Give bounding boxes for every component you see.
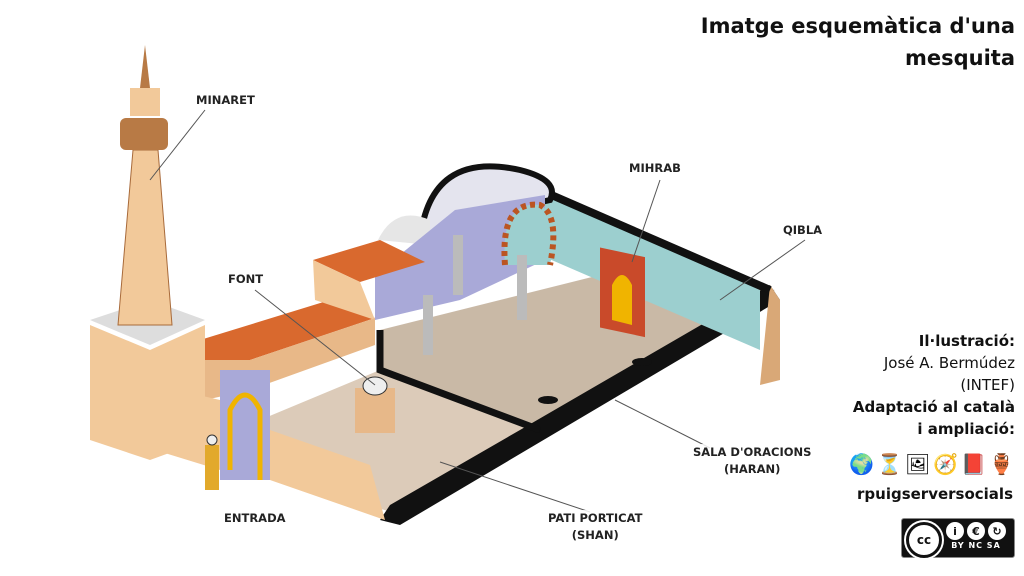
horseshoe-arch <box>501 201 557 266</box>
floor-hole <box>538 396 558 404</box>
hourglass-icon: ⏳ <box>876 452 902 476</box>
small-dome <box>378 215 430 245</box>
adaptation-line2: i ampliació: <box>917 420 1015 438</box>
label-sala: SALA D'ORACIONS (HARAN) <box>690 444 815 478</box>
qibla-wall-top <box>538 186 772 294</box>
tower-block <box>313 260 375 320</box>
compass-icon: 🧭 <box>933 452 959 476</box>
entrance-arch <box>227 392 263 480</box>
minaret-lantern <box>130 88 160 116</box>
front-wall <box>155 385 220 470</box>
license-tags: BY NC SA <box>951 541 1001 550</box>
floor-hole <box>632 358 652 366</box>
label-sala-line2: (HARAN) <box>724 462 781 476</box>
book-icon: 📕 <box>961 452 987 476</box>
cc-logo-icon: cc <box>906 522 942 558</box>
column <box>517 255 527 320</box>
hall-wall <box>376 330 542 434</box>
portrait-icon: 🖼 <box>904 452 931 476</box>
portico-roof <box>200 300 375 360</box>
amphora-icon: 🏺 <box>989 452 1014 476</box>
attribution-icon: i <box>946 522 964 540</box>
globe-icon: 🌍 <box>849 452 874 476</box>
label-entrada: ENTRADA <box>221 510 289 527</box>
label-mihrab: MIHRAB <box>626 160 684 177</box>
label-pati-line1: PATI PORTICAT <box>548 511 643 525</box>
minaret-spire <box>140 45 150 88</box>
author-icons: 🌍 ⏳ 🖼 🧭 📕 🏺 <box>849 452 1014 476</box>
minaret-tower <box>117 149 173 326</box>
column <box>423 295 433 355</box>
author: José A. Bermúdez <box>883 354 1015 372</box>
person-figure <box>205 445 219 490</box>
sharealike-icon: ↻ <box>988 522 1006 540</box>
minaret-balcony <box>120 118 168 150</box>
side-wall <box>760 285 780 385</box>
organization: (INTEF) <box>960 376 1015 394</box>
illustration-heading: Il·lustració: <box>918 332 1015 350</box>
label-sala-line1: SALA D'ORACIONS <box>693 445 812 459</box>
mihrab-arch <box>612 275 632 325</box>
adaptation-line1: Adaptació al català <box>852 398 1015 416</box>
noncommercial-icon: € <box>967 522 985 540</box>
outer-wall <box>380 285 780 525</box>
license-badge[interactable]: cc i € ↻ BY NC SA <box>901 518 1015 558</box>
label-qibla: QIBLA <box>780 222 826 239</box>
page-title: Imatge esquemàtica d'una mesquita <box>700 14 1015 70</box>
leader-lines <box>149 109 806 513</box>
label-pati-line2: (SHAN) <box>571 528 619 542</box>
credits: Il·lustració: José A. Bermúdez (INTEF) A… <box>815 330 1015 440</box>
author-handle: rpuigserversocials <box>857 485 1013 503</box>
fountain-dome <box>362 376 388 396</box>
label-font: FONT <box>225 271 267 288</box>
qibla-wall <box>540 190 760 350</box>
person-head <box>206 434 218 446</box>
label-minaret: MINARET <box>193 92 258 109</box>
label-pati: PATI PORTICAT (SHAN) <box>545 510 646 544</box>
front-wall-right <box>270 430 385 520</box>
tower-roof <box>313 240 425 282</box>
column <box>453 235 463 295</box>
